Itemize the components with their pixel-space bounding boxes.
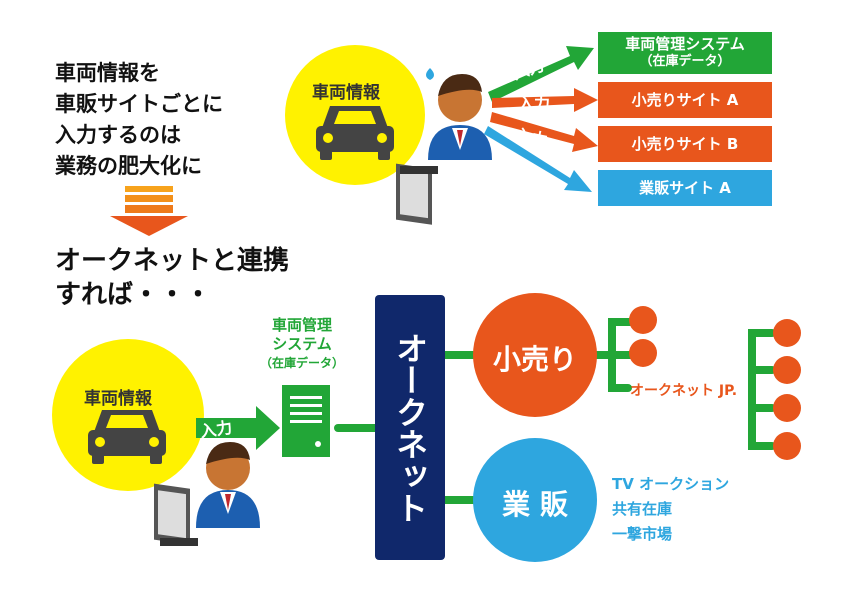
circle-label-top: 車両情報	[312, 83, 380, 103]
input-arrow-bottom	[196, 406, 280, 450]
headline-line: オークネットと連携	[55, 246, 290, 276]
wholesale-item: 一撃市場	[612, 525, 673, 543]
wholesale-item: TV オークション	[612, 475, 730, 493]
headline-line: すれば・・・	[55, 280, 212, 310]
intro-line: 車販サイトごとに	[55, 92, 223, 116]
aucnet-bar	[375, 295, 445, 560]
aucnet-jp-label: オークネット JP.	[630, 383, 738, 399]
retail-label: 小売り	[492, 343, 577, 376]
system-label-line: システム	[272, 335, 332, 353]
car-icon	[316, 106, 394, 160]
arrow-label: 入力	[518, 94, 551, 113]
box-retail-site-b: 小売りサイト B	[598, 126, 772, 162]
box-label: 車両管理システム	[625, 35, 745, 53]
car-icon	[88, 410, 166, 464]
headline: オークネットと連携 すれば・・・	[55, 244, 289, 312]
system-label-line: 車両管理	[271, 316, 332, 334]
box-label: 小売りサイト A	[631, 90, 739, 109]
box-vehicle-management: 車両管理システム （在庫データ）	[598, 32, 772, 74]
system-label: 車両管理 システム （在庫データ）	[252, 316, 352, 373]
wholesale-items: TV オークション 共有在庫 一撃市場	[612, 472, 729, 547]
retail-nodes	[629, 306, 801, 460]
box-label: 小売りサイト B	[631, 134, 739, 153]
intro-line: 入力するのは	[55, 123, 181, 147]
wholesale-circle	[473, 438, 597, 562]
intro-line: 業務の肥大化に	[55, 154, 202, 178]
operator-person-icon	[396, 68, 492, 225]
circle-label-bottom: 車両情報	[84, 389, 152, 409]
wholesale-item: 共有在庫	[612, 500, 673, 518]
arrow-label: 入力	[199, 417, 234, 442]
aucnet-label: オークネット	[391, 331, 429, 524]
box-wholesale-site-a: 業販サイト A	[598, 170, 772, 206]
intro-line: 車両情報を	[55, 61, 160, 85]
box-retail-site-a: 小売りサイト A	[598, 82, 772, 118]
box-sublabel: （在庫データ）	[639, 54, 731, 69]
connectors	[334, 318, 776, 504]
retail-circle	[473, 293, 597, 417]
down-arrow-icon	[110, 186, 188, 236]
system-label-line: （在庫データ）	[259, 356, 344, 370]
input-arrows-top	[484, 46, 598, 192]
wholesale-label: 業 販	[502, 488, 568, 521]
intro-text: 車両情報を 車販サイトごとに 入力するのは 業務の肥大化に	[55, 58, 223, 182]
box-label: 業販サイト A	[639, 178, 731, 197]
server-icon	[282, 385, 330, 457]
operator-person-icon	[154, 442, 260, 546]
